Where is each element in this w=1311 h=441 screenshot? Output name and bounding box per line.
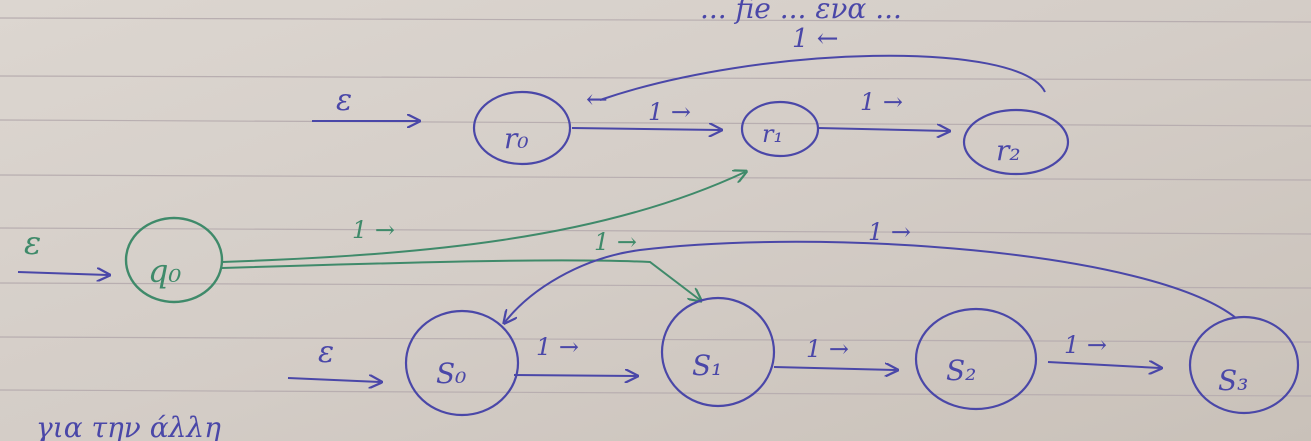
state-s2 bbox=[914, 307, 1038, 411]
start-arrow-s0 bbox=[287, 378, 380, 382]
label-edge-r2-r0: 1 ← bbox=[792, 24, 839, 54]
edge-r2-to-r0 bbox=[599, 54, 1046, 101]
state-r1-label: r₁ bbox=[762, 120, 783, 148]
state-s3-label: S₃ bbox=[1218, 364, 1248, 397]
label-edge-s2-s3: 1 → bbox=[1064, 331, 1107, 359]
state-r0-label: r₀ bbox=[504, 122, 529, 155]
state-s1 bbox=[660, 296, 776, 408]
back-arrow-r0: ← bbox=[586, 85, 608, 115]
epsilon-q0: ε bbox=[24, 224, 41, 262]
label-edge-r0-r1: 1 → bbox=[648, 98, 691, 126]
state-s0-label: S₀ bbox=[436, 357, 466, 390]
label-edge-s0-s1: 1 → bbox=[536, 333, 579, 361]
state-r2-label: r₂ bbox=[996, 134, 1021, 167]
edge-q0-r1 bbox=[221, 172, 745, 263]
state-r2 bbox=[962, 108, 1070, 176]
bottom-note: για την άλλη bbox=[36, 411, 221, 441]
state-s3 bbox=[1188, 315, 1300, 415]
edge-s0-s1 bbox=[513, 375, 636, 376]
state-s0 bbox=[404, 309, 520, 417]
label-edge-q0-r1: 1 → bbox=[352, 216, 395, 244]
epsilon-r: ε bbox=[336, 83, 352, 118]
edge-s2-s3 bbox=[1047, 362, 1160, 368]
epsilon-s: ε bbox=[318, 335, 334, 370]
state-s2-label: S₂ bbox=[946, 354, 976, 387]
ruled-lines bbox=[0, 17, 1311, 397]
edge-s3-to-s0 bbox=[505, 240, 1237, 322]
label-edge-r1-r2: 1 → bbox=[860, 88, 903, 116]
label-edge-s3-s0: 1 → bbox=[868, 218, 911, 246]
label-edge-s1-s2: 1 → bbox=[806, 335, 849, 363]
state-q0-label: q₀ bbox=[148, 252, 181, 290]
edge-q0-s1 bbox=[221, 259, 700, 300]
state-r0 bbox=[472, 90, 572, 166]
edge-s1-s2 bbox=[773, 367, 896, 370]
edge-r0-r1 bbox=[571, 128, 720, 130]
state-q0 bbox=[124, 216, 224, 304]
state-s1-label: S₁ bbox=[692, 349, 722, 382]
edge-r1-r2 bbox=[817, 128, 948, 131]
top-partial-text: ... fie ... ενα ... bbox=[700, 0, 902, 25]
start-arrow-q0 bbox=[17, 272, 108, 275]
